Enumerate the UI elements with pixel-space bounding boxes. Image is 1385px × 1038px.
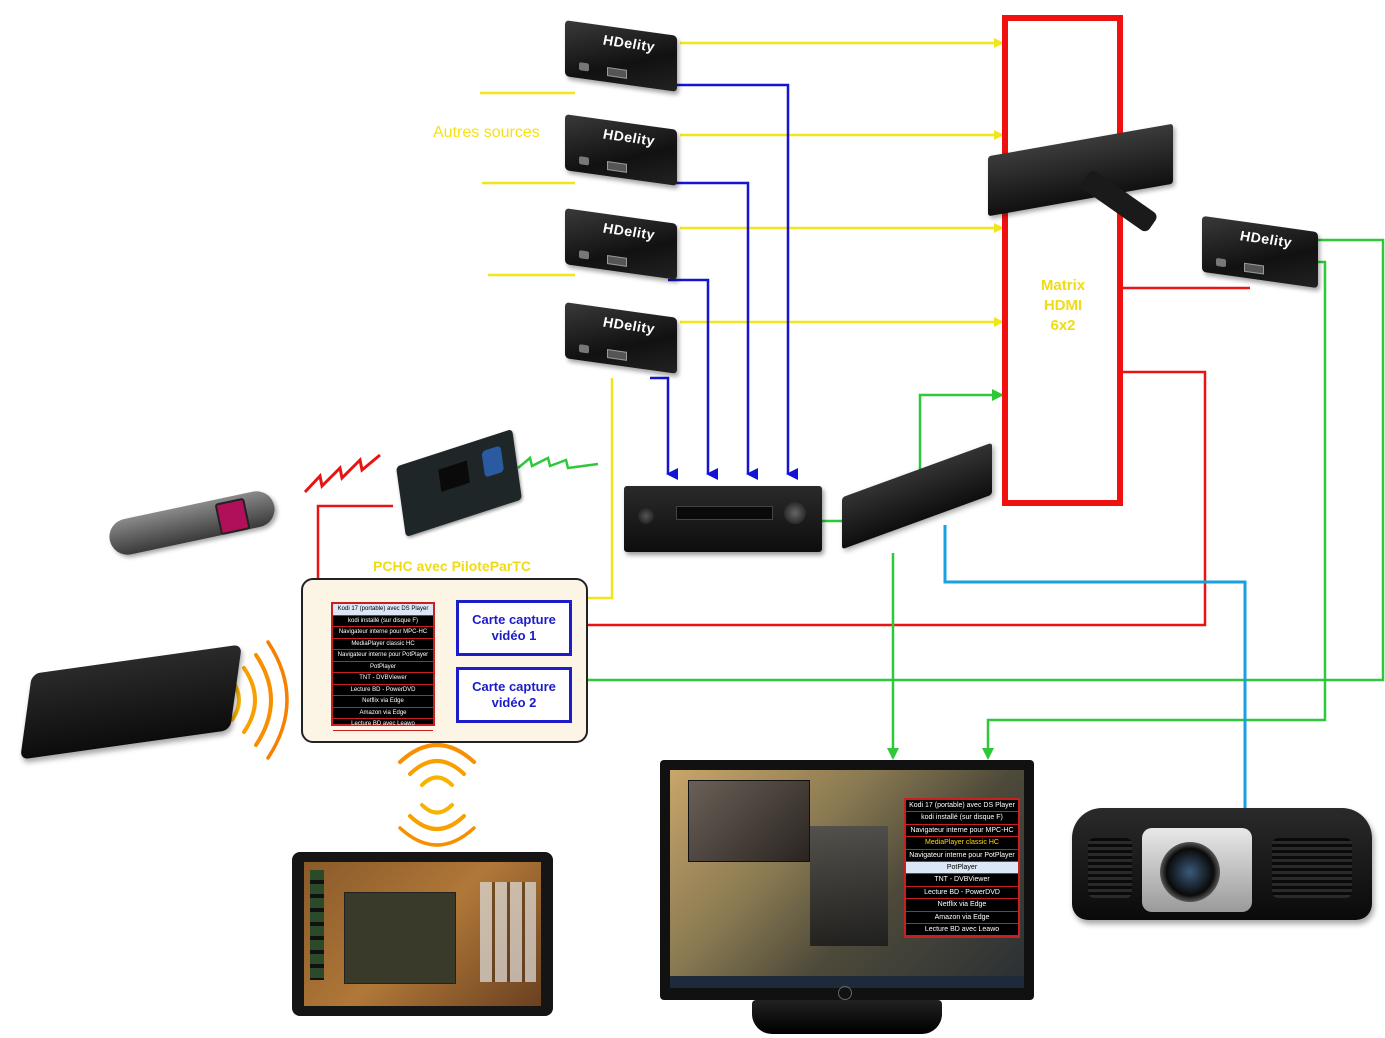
- menu-item[interactable]: MediaPlayer classic HC: [906, 837, 1018, 850]
- tablet-keypad: [480, 882, 536, 982]
- menu-item[interactable]: Navigateur interne pour MPC-HC: [906, 825, 1018, 838]
- menu-item[interactable]: MediaPlayer classic HC: [333, 639, 433, 650]
- av-receiver: [624, 486, 822, 552]
- matrix-label-line1: Matrix: [1040, 277, 1086, 294]
- pchc-title: PCHC avec PiloteParTC: [373, 558, 531, 574]
- volume-knob-icon: [784, 502, 806, 524]
- projector-vent-left: [1088, 838, 1132, 898]
- menu-item[interactable]: PotPlayer: [906, 861, 1018, 875]
- remote-screen: [214, 497, 251, 536]
- monitor-side-panel: [810, 826, 888, 946]
- menu-item[interactable]: Amazon via Edge: [333, 708, 433, 719]
- matrix-label-line3: 6x2: [1050, 317, 1076, 334]
- menu-item[interactable]: Lecture BD avec Leawo: [333, 719, 433, 731]
- red-lines: [316, 286, 1250, 627]
- rf-wave-green: [517, 455, 599, 470]
- tablet: [292, 852, 553, 1016]
- menu-item[interactable]: Netflix via Edge: [906, 899, 1018, 912]
- capture-card-1: Carte capture vidéo 1: [456, 600, 572, 656]
- menu-item[interactable]: kodi installé (sur disque F): [333, 616, 433, 627]
- extender-hdmi-port: [607, 67, 627, 79]
- yellow-hdmi-lines: [480, 38, 1004, 600]
- extender-hdmi-port: [1244, 262, 1264, 275]
- extender-hdmi-port: [607, 255, 627, 267]
- cyan-video-line: [943, 525, 1263, 837]
- menu-item[interactable]: Lecture BD - PowerDVD: [333, 685, 433, 696]
- extender-logo: HDelity: [603, 219, 655, 243]
- monitor-video-window: [688, 780, 810, 862]
- board-sensor: [481, 445, 505, 478]
- matrix-label: Matrix HDMI 6x2: [1020, 276, 1106, 336]
- menu-item[interactable]: Lecture BD avec Leawo: [906, 924, 1018, 937]
- other-sources-label: Autres sources: [433, 124, 540, 141]
- extender-hdmi-port: [607, 161, 627, 173]
- ir-wave-red: [303, 453, 381, 494]
- tablet-left-buttons: [310, 870, 324, 980]
- extender-dc-port: [579, 62, 589, 72]
- tablet-video-window: [344, 892, 456, 984]
- power-knob-icon: [638, 508, 654, 524]
- matrix-label-line2: HDMI: [1043, 297, 1083, 314]
- tablet-screen: [304, 862, 541, 1006]
- extender-dc-port: [579, 250, 589, 260]
- menu-item[interactable]: TNT - DVBViewer: [333, 673, 433, 685]
- green-lines: [572, 238, 1385, 760]
- menu-item[interactable]: Navigateur interne pour PotPlayer: [333, 650, 433, 662]
- tablet-wireless-waves: [398, 743, 476, 847]
- monitor-taskbar: [670, 976, 1024, 988]
- capture-card-1-line1: Carte capture: [472, 612, 556, 627]
- extender-logo: HDelity: [1240, 227, 1292, 251]
- blue-audio-lines: [650, 83, 798, 480]
- board-chip: [438, 460, 470, 492]
- menu-item[interactable]: Navigateur interne pour PotPlayer: [906, 850, 1018, 862]
- keyboard-wireless-waves: [230, 640, 289, 760]
- menu-item[interactable]: Kodi 17 (portable) avec DS Player: [906, 800, 1018, 813]
- capture-card-2-line1: Carte capture: [472, 679, 556, 694]
- power-button-icon: [838, 986, 852, 1000]
- extender-logo: HDelity: [603, 125, 655, 149]
- menu-item[interactable]: PotPlayer: [333, 662, 433, 673]
- extender-dc-port: [579, 156, 589, 166]
- receiver-display: [676, 506, 773, 520]
- menu-item[interactable]: kodi installé (sur disque F): [906, 812, 1018, 825]
- menu-item[interactable]: Lecture BD - PowerDVD: [906, 887, 1018, 900]
- menu-item[interactable]: Amazon via Edge: [906, 912, 1018, 924]
- projector: [1072, 808, 1372, 920]
- extender-hdmi-port: [607, 349, 627, 361]
- extender-dc-port: [1216, 257, 1226, 268]
- extender-dc-port: [579, 344, 589, 354]
- menu-item[interactable]: TNT - DVBViewer: [906, 874, 1018, 887]
- capture-card-2-line2: vidéo 2: [491, 695, 537, 710]
- projector-vent: [1272, 838, 1352, 898]
- matrix-frame: [1002, 15, 1123, 506]
- menu-item[interactable]: Netflix via Edge: [333, 696, 433, 708]
- menu-item[interactable]: Kodi 17 (portable) avec DS Player: [333, 604, 433, 616]
- menu-item[interactable]: Navigateur interne pour MPC-HC: [333, 627, 433, 639]
- capture-card-2: Carte capture vidéo 2: [456, 667, 572, 723]
- monitor-stand: [752, 1000, 942, 1034]
- projector-lens-icon: [1160, 842, 1220, 902]
- extender-logo: HDelity: [603, 31, 655, 55]
- capture-card-1-line2: vidéo 1: [491, 628, 537, 643]
- extender-logo: HDelity: [603, 313, 655, 337]
